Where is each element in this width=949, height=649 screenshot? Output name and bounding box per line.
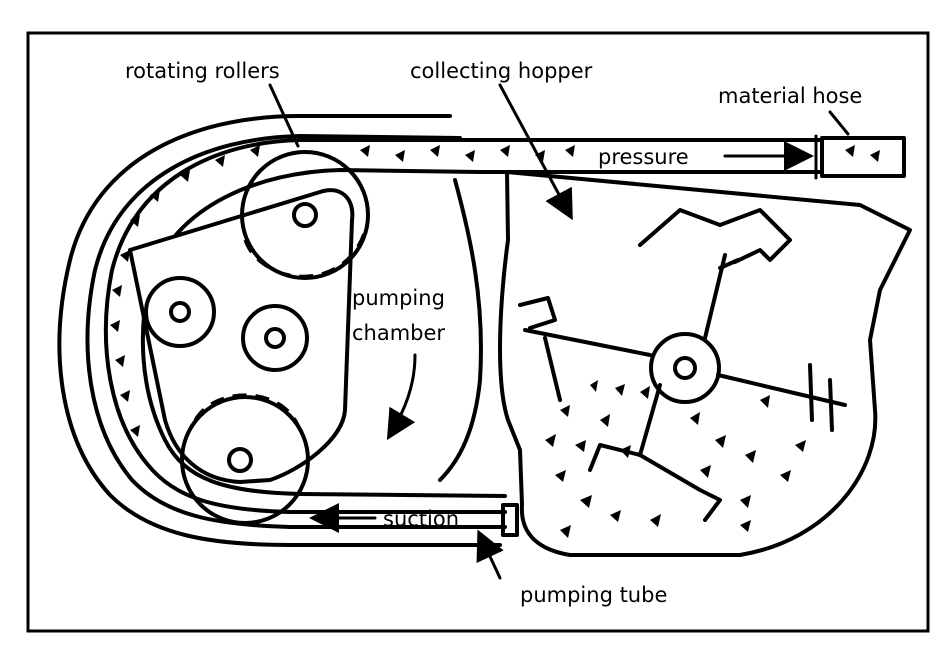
roller-left-hub	[169, 301, 191, 323]
pump-housing-inner	[85, 134, 507, 529]
chamber-partition	[438, 178, 483, 482]
figure-frame	[26, 31, 930, 633]
label-material-hose: material hose	[718, 84, 862, 108]
agitator	[518, 208, 847, 522]
label-collecting-hopper: collecting hopper	[410, 59, 593, 83]
rotor-center-ring	[241, 304, 309, 372]
roller-bottom	[180, 395, 310, 525]
roller-bottom-hub	[227, 447, 253, 473]
material-hose-leader	[828, 110, 850, 136]
roller-bottom-dashed	[193, 393, 302, 431]
roller-top	[240, 150, 370, 280]
pump-housing-outer	[57, 114, 502, 547]
roller-left-hub-ring	[144, 276, 216, 348]
material-hose	[820, 136, 906, 178]
label-pressure: pressure	[598, 145, 689, 169]
hopper-outline	[498, 170, 912, 557]
rotation-arrow	[386, 353, 417, 441]
pumping-tube-leader	[476, 529, 504, 580]
rotating-rollers-leader	[268, 83, 300, 148]
label-chamber: chamber	[352, 321, 445, 345]
roller-top-hub	[292, 202, 318, 228]
label-rotating-rollers: rotating rollers	[125, 59, 280, 83]
pumping-tube-inner-wall	[140, 168, 822, 498]
label-pumping: pumping	[352, 286, 445, 310]
collecting-hopper-leader	[498, 83, 573, 221]
suction-coupling	[501, 503, 519, 537]
label-pumping-tube: pumping tube	[520, 583, 667, 607]
rotor-center-hub	[264, 327, 286, 349]
hopper-material	[545, 380, 806, 538]
label-suction: suction	[383, 507, 459, 531]
roller-top-dashed	[243, 229, 367, 278]
tube-material	[110, 145, 880, 437]
